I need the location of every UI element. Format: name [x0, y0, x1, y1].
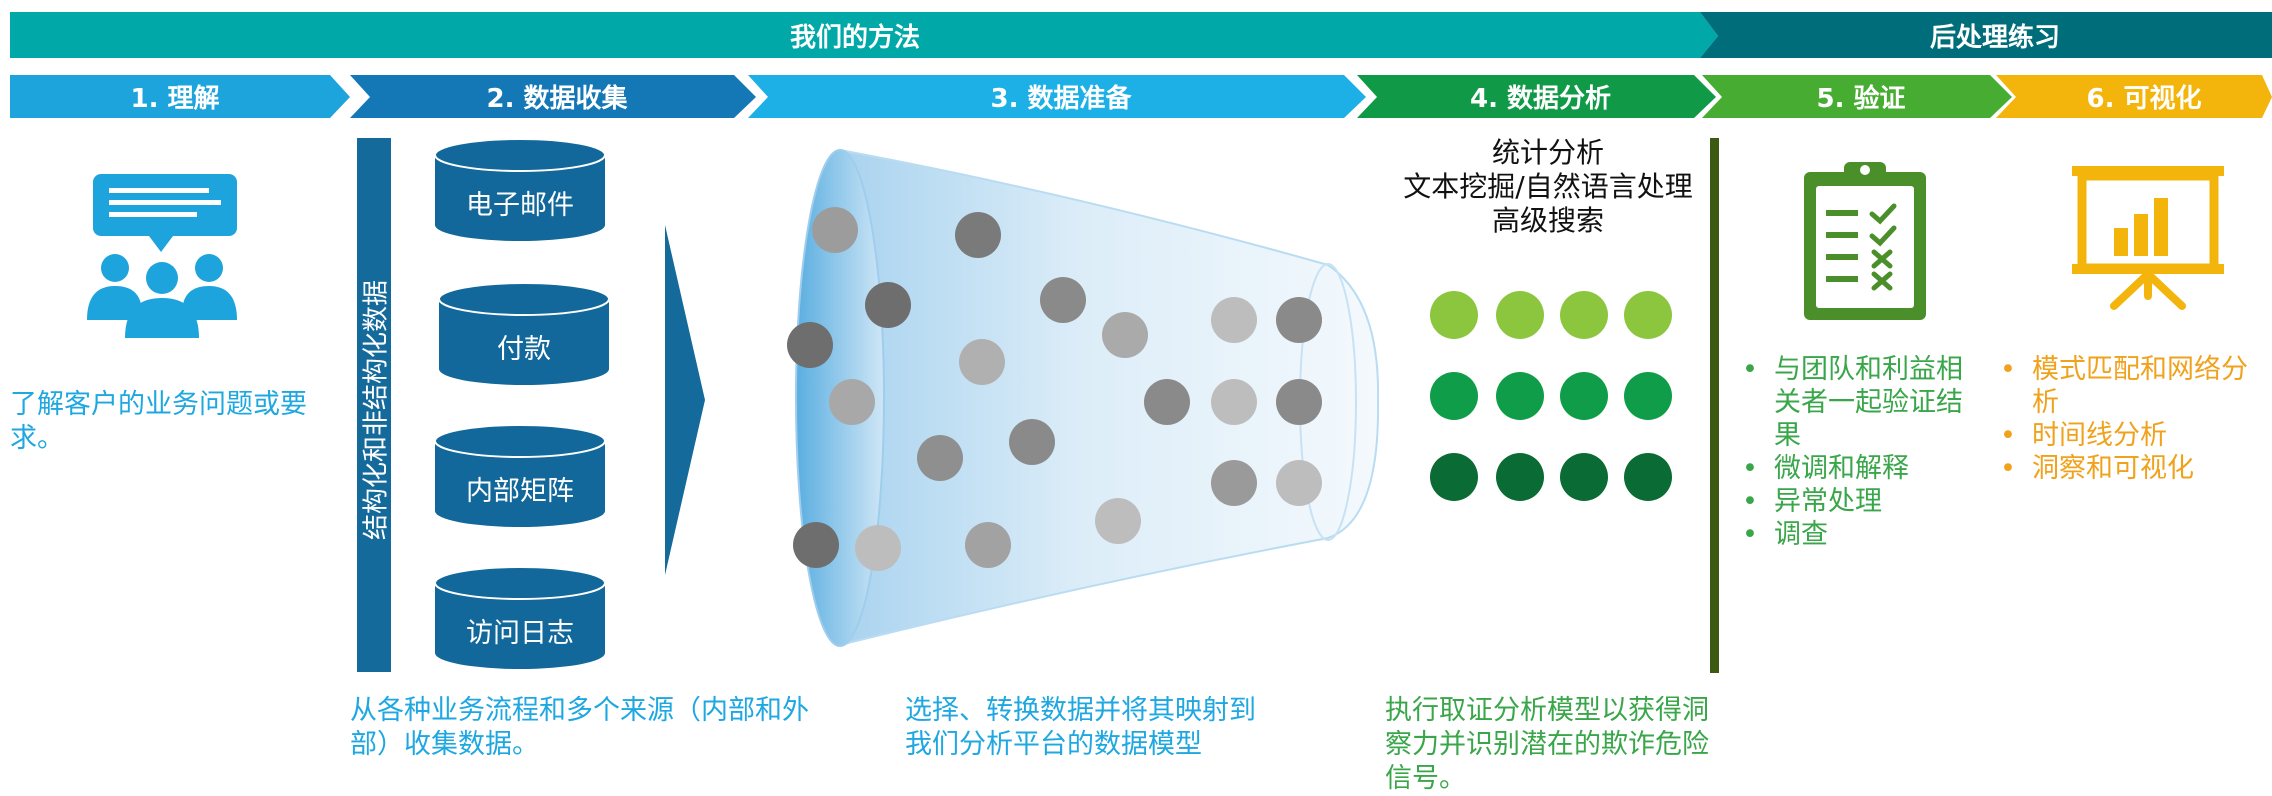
analysis-dot-grid	[1430, 291, 1672, 501]
list-item: •调查	[1742, 519, 1828, 550]
banner-arrows	[10, 12, 2272, 118]
source-access-log: 访问日志	[466, 618, 574, 649]
database-icon	[438, 282, 610, 385]
data-funnel-icon	[787, 148, 1380, 647]
source-payment: 付款	[497, 334, 551, 365]
step-6-label: 6. 可视化	[2086, 84, 2202, 114]
post-processing-title: 后处理练习	[1929, 22, 2060, 53]
list-item: •微调和解释	[1742, 453, 1909, 484]
preparation-description: 选择、转换数据并将其映射到我们分析平台的数据模型	[905, 695, 1256, 760]
step-3-chevron	[748, 75, 1366, 118]
understand-description: 了解客户的业务问题或要求。	[10, 389, 307, 454]
flow-arrow	[665, 225, 705, 575]
database-icon	[434, 424, 606, 527]
step-1-chevron	[10, 75, 350, 118]
step-2-chevron	[350, 75, 756, 118]
database-icon	[434, 566, 606, 669]
list-item: •与团队和利益相关者一起验证结果	[1742, 354, 1963, 451]
post-processing-banner	[1700, 12, 2272, 58]
post-processing-divider	[1710, 138, 1719, 673]
analysis-methods: 统计分析 文本挖掘/自然语言处理 高级搜索	[1368, 136, 1728, 238]
source-internal-matrix: 内部矩阵	[466, 476, 574, 507]
list-item: •异常处理	[1742, 486, 1882, 517]
database-icon	[434, 138, 606, 241]
list-item: •时间线分析	[2000, 420, 2167, 451]
step-6-chevron	[1996, 75, 2272, 118]
presentation-chart-icon	[2072, 166, 2224, 310]
structured-data-label: 结构化和非结构化数据	[361, 279, 392, 541]
step-5-label: 5. 验证	[1816, 84, 1906, 114]
step-5-chevron	[1702, 75, 2012, 118]
mid-green-dots	[1430, 372, 1672, 420]
structured-data-bar	[357, 138, 391, 672]
visualization-list: •模式匹配和网络分析 •时间线分析 •洞察和可视化	[1996, 353, 2268, 485]
checklist-clipboard-icon	[1804, 162, 1926, 320]
validation-list: •与团队和利益相关者一起验证结果 •微调和解释 •异常处理 •调查	[1738, 353, 1986, 551]
method-advanced-search: 高级搜索	[1491, 204, 1604, 237]
step-4-chevron	[1357, 75, 1716, 118]
source-email: 电子邮件	[466, 190, 574, 221]
method-statistical: 统计分析	[1491, 136, 1604, 169]
data-sources	[434, 138, 610, 669]
our-method-title: 我们的方法	[789, 22, 920, 53]
method-text-mining: 文本挖掘/自然语言处理	[1403, 170, 1693, 203]
analysis-description: 执行取证分析模型以获得洞察力并识别潜在的欺诈危险信号。	[1385, 695, 1709, 794]
list-item: •模式匹配和网络分析	[2000, 354, 2248, 418]
step-1-label: 1. 理解	[130, 84, 220, 114]
light-green-dots	[1430, 291, 1672, 339]
our-method-banner	[10, 12, 1718, 58]
dark-green-dots	[1430, 453, 1672, 501]
step-2-label: 2. 数据收集	[486, 84, 628, 114]
collection-description: 从各种业务流程和多个来源（内部和外部）收集数据。	[350, 695, 809, 760]
data-particles	[787, 207, 1322, 571]
customer-meeting-icon	[87, 174, 237, 338]
step-3-label: 3. 数据准备	[990, 84, 1132, 114]
list-item: •洞察和可视化	[2000, 453, 2194, 484]
step-4-label: 4. 数据分析	[1469, 84, 1612, 114]
